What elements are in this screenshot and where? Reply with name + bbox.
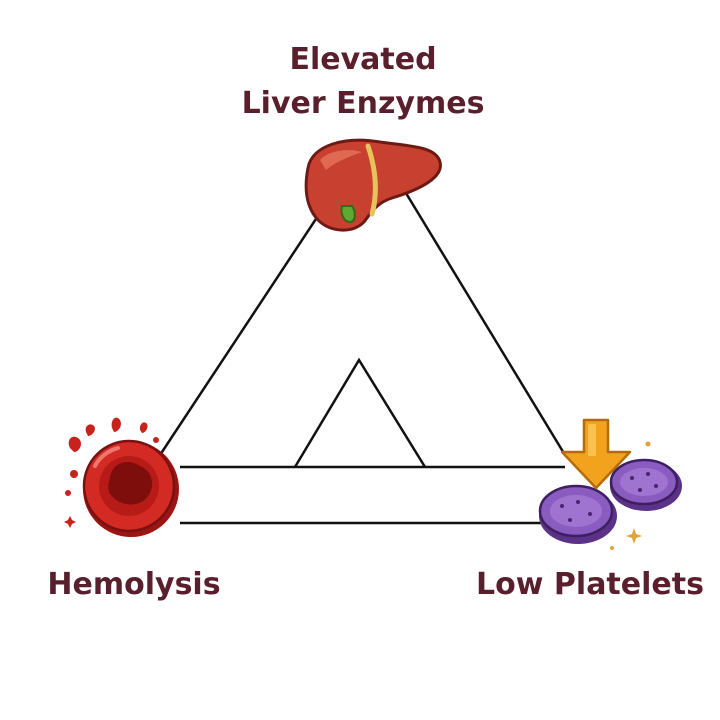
platelet-cell-front bbox=[538, 484, 617, 544]
sparkle-icon bbox=[64, 516, 76, 528]
label-left: Hemolysis bbox=[47, 567, 220, 602]
triangle-right-edge bbox=[393, 174, 567, 456]
liver-icon bbox=[304, 138, 442, 232]
label-top-line2: Liver Enzymes bbox=[242, 86, 485, 121]
platelets-decrease-icon bbox=[538, 418, 682, 550]
blood-splash-drops bbox=[65, 417, 159, 496]
sparkle-icon bbox=[610, 441, 651, 550]
triangle-left-edge bbox=[158, 174, 347, 456]
label-top-line1: Elevated bbox=[289, 42, 436, 77]
red-blood-cell-icon bbox=[64, 417, 179, 537]
platelet-cell-back bbox=[609, 458, 682, 511]
triangle-outline bbox=[158, 174, 567, 525]
label-right: Low Platelets bbox=[476, 567, 704, 602]
inner-triangle bbox=[293, 357, 427, 468]
down-arrow-icon bbox=[560, 418, 632, 490]
